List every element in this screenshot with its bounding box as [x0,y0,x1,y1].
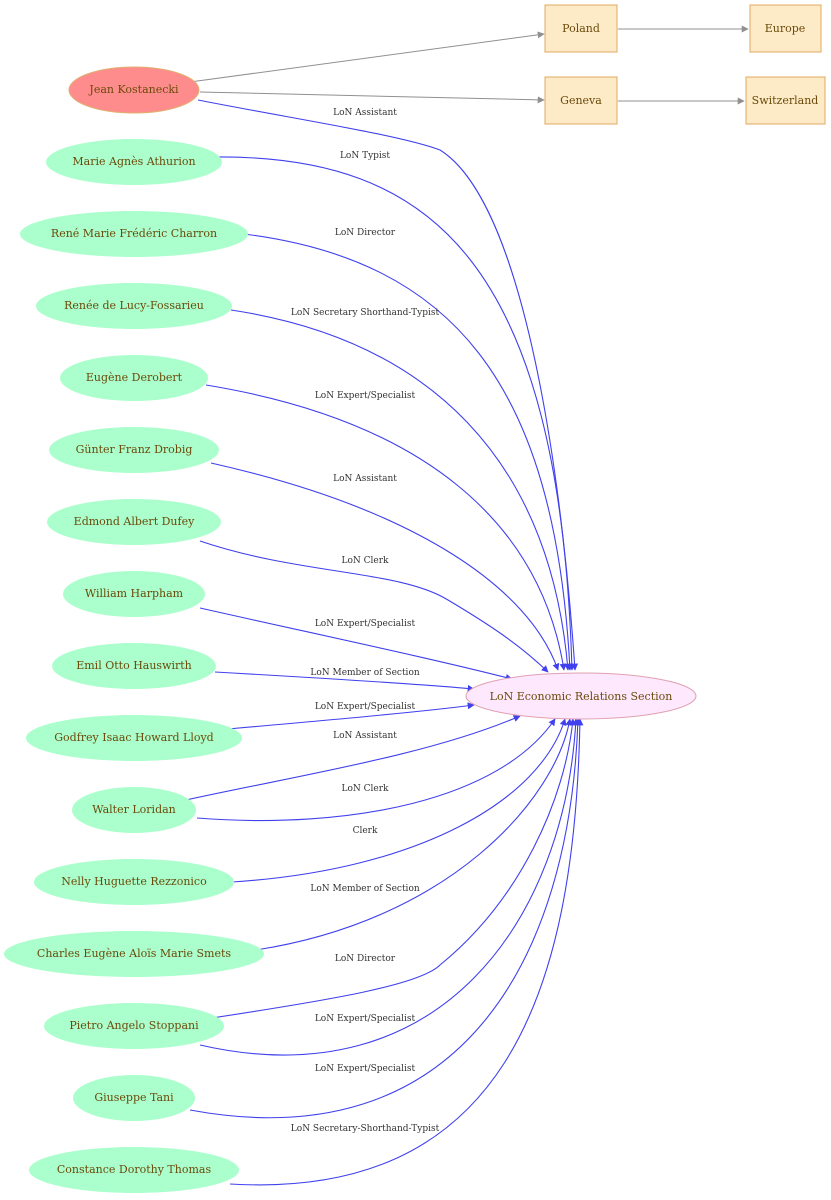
node-person-label: René Marie Frédéric Charron [51,227,217,240]
node-target-section-label: LoN Economic Relations Section [490,690,673,703]
node-person-tani[interactable]: Giuseppe Tani [73,1075,195,1121]
edge-rezzonico-section [231,718,567,883]
edge-harpham-section [199,607,513,681]
node-person-label: Godfrey Isaac Howard Lloyd [54,731,213,744]
edge-label-tani: LoN Expert/Specialist [315,1064,416,1074]
edge-label-loridan-b: LoN Clerk [342,784,390,794]
edge-tani-section [189,718,582,1119]
edge-derobert-section [205,384,567,671]
node-europe-label: Europe [765,22,806,35]
node-person-label: Pietro Angelo Stoppani [69,1019,199,1032]
node-person-rezzonico[interactable]: Nelly Huguette Rezzonico [34,859,234,905]
node-person-charron[interactable]: René Marie Frédéric Charron [20,211,248,257]
node-person-label: Emil Otto Hauswirth [76,659,192,672]
node-person-thomas[interactable]: Constance Dorothy Thomas [29,1147,239,1193]
edge-stoppani-section-a [211,718,576,1019]
edge-stoppani-section-b [199,718,580,1056]
edge-label-athurion: LoN Typist [340,151,390,161]
edge-label-loridan-a: LoN Assistant [333,731,397,741]
node-poland-label: Poland [562,22,600,35]
edge-loridan-section-a [185,715,521,801]
role-edges [185,99,584,1186]
edge-label-harpham: LoN Expert/Specialist [315,619,416,629]
node-geneva[interactable]: Geneva [544,76,618,125]
node-focus-person[interactable]: Jean Kostanecki [68,66,200,114]
node-person-label: Giuseppe Tani [94,1091,174,1104]
node-person-lucy-fossarieu[interactable]: Renée de Lucy-Fossarieu [36,283,232,329]
place-edges [189,25,749,105]
node-person-label: Eugène Derobert [86,371,183,384]
node-person-smets[interactable]: Charles Eugène Aloïs Marie Smets [4,931,264,977]
node-geneva-label: Geneva [560,94,602,107]
edge-label-drobig: LoN Assistant [333,474,397,484]
edge-label-kostanecki: LoN Assistant [333,108,397,118]
edge-athurion-section [214,156,576,671]
edge-label-derobert: LoN Expert/Specialist [315,391,416,401]
node-person-loridan[interactable]: Walter Loridan [72,787,196,833]
edge-label-dufey: LoN Clerk [342,556,390,566]
node-person-label: Edmond Albert Dufey [74,515,195,528]
node-person-harpham[interactable]: William Harpham [63,571,205,617]
edge-label-hauswirth: LoN Member of Section [310,668,420,678]
node-person-hauswirth[interactable]: Emil Otto Hauswirth [52,643,216,689]
node-person-label: Marie Agnès Athurion [72,155,195,168]
edge-loridan-section-b [196,718,556,822]
edge-hauswirth-section [214,671,475,692]
edge-lucy-section [230,309,571,671]
edge-labels: LoN Assistant LoN Typist LoN Director Lo… [291,108,440,1134]
edge-label-lucy: LoN Secretary Shorthand-Typist [291,308,440,318]
node-poland[interactable]: Poland [544,4,618,53]
edge-smets-section [255,718,573,951]
edge-label-smets: LoN Member of Section [310,884,420,894]
edge-drobig-section [210,462,560,671]
node-person-lloyd[interactable]: Godfrey Isaac Howard Lloyd [26,715,242,761]
edge-kostanecki-poland [189,31,545,83]
edge-label-thomas: LoN Secretary-Shorthand-Typist [291,1124,440,1134]
node-person-label: Walter Loridan [92,803,176,816]
node-person-label: Günter Franz Drobig [76,443,193,456]
node-europe[interactable]: Europe [749,4,822,53]
node-switzerland[interactable]: Switzerland [745,76,826,125]
node-person-derobert[interactable]: Eugène Derobert [60,355,208,401]
node-person-athurion[interactable]: Marie Agnès Athurion [46,139,222,185]
edge-charron-section [243,233,574,671]
node-person-drobig[interactable]: Günter Franz Drobig [49,427,219,473]
node-person-label: Constance Dorothy Thomas [57,1163,212,1176]
node-target-section[interactable]: LoN Economic Relations Section [465,672,697,720]
edge-kostanecki-geneva [199,91,545,104]
node-focus-person-label: Jean Kostanecki [88,83,179,96]
edge-label-stoppani-b: LoN Expert/Specialist [315,1014,416,1024]
edge-label-lloyd: LoN Expert/Specialist [315,702,416,712]
edge-dufey-section [199,540,549,673]
node-person-label: Charles Eugène Aloïs Marie Smets [37,947,231,960]
edge-kostanecki-section [197,99,579,671]
node-person-dufey[interactable]: Edmond Albert Dufey [47,499,221,545]
edge-label-rezzonico: Clerk [353,826,378,836]
edge-label-stoppani-a: LoN Director [335,954,396,964]
node-switzerland-label: Switzerland [752,94,819,107]
node-person-stoppani[interactable]: Pietro Angelo Stoppani [44,1003,224,1049]
node-person-label: Nelly Huguette Rezzonico [61,875,207,888]
node-person-label: Renée de Lucy-Fossarieu [64,299,204,312]
node-person-label: William Harpham [85,587,184,600]
edge-lloyd-section [227,702,475,730]
edge-thomas-section [229,718,584,1186]
edge-label-charron: LoN Director [335,228,396,238]
